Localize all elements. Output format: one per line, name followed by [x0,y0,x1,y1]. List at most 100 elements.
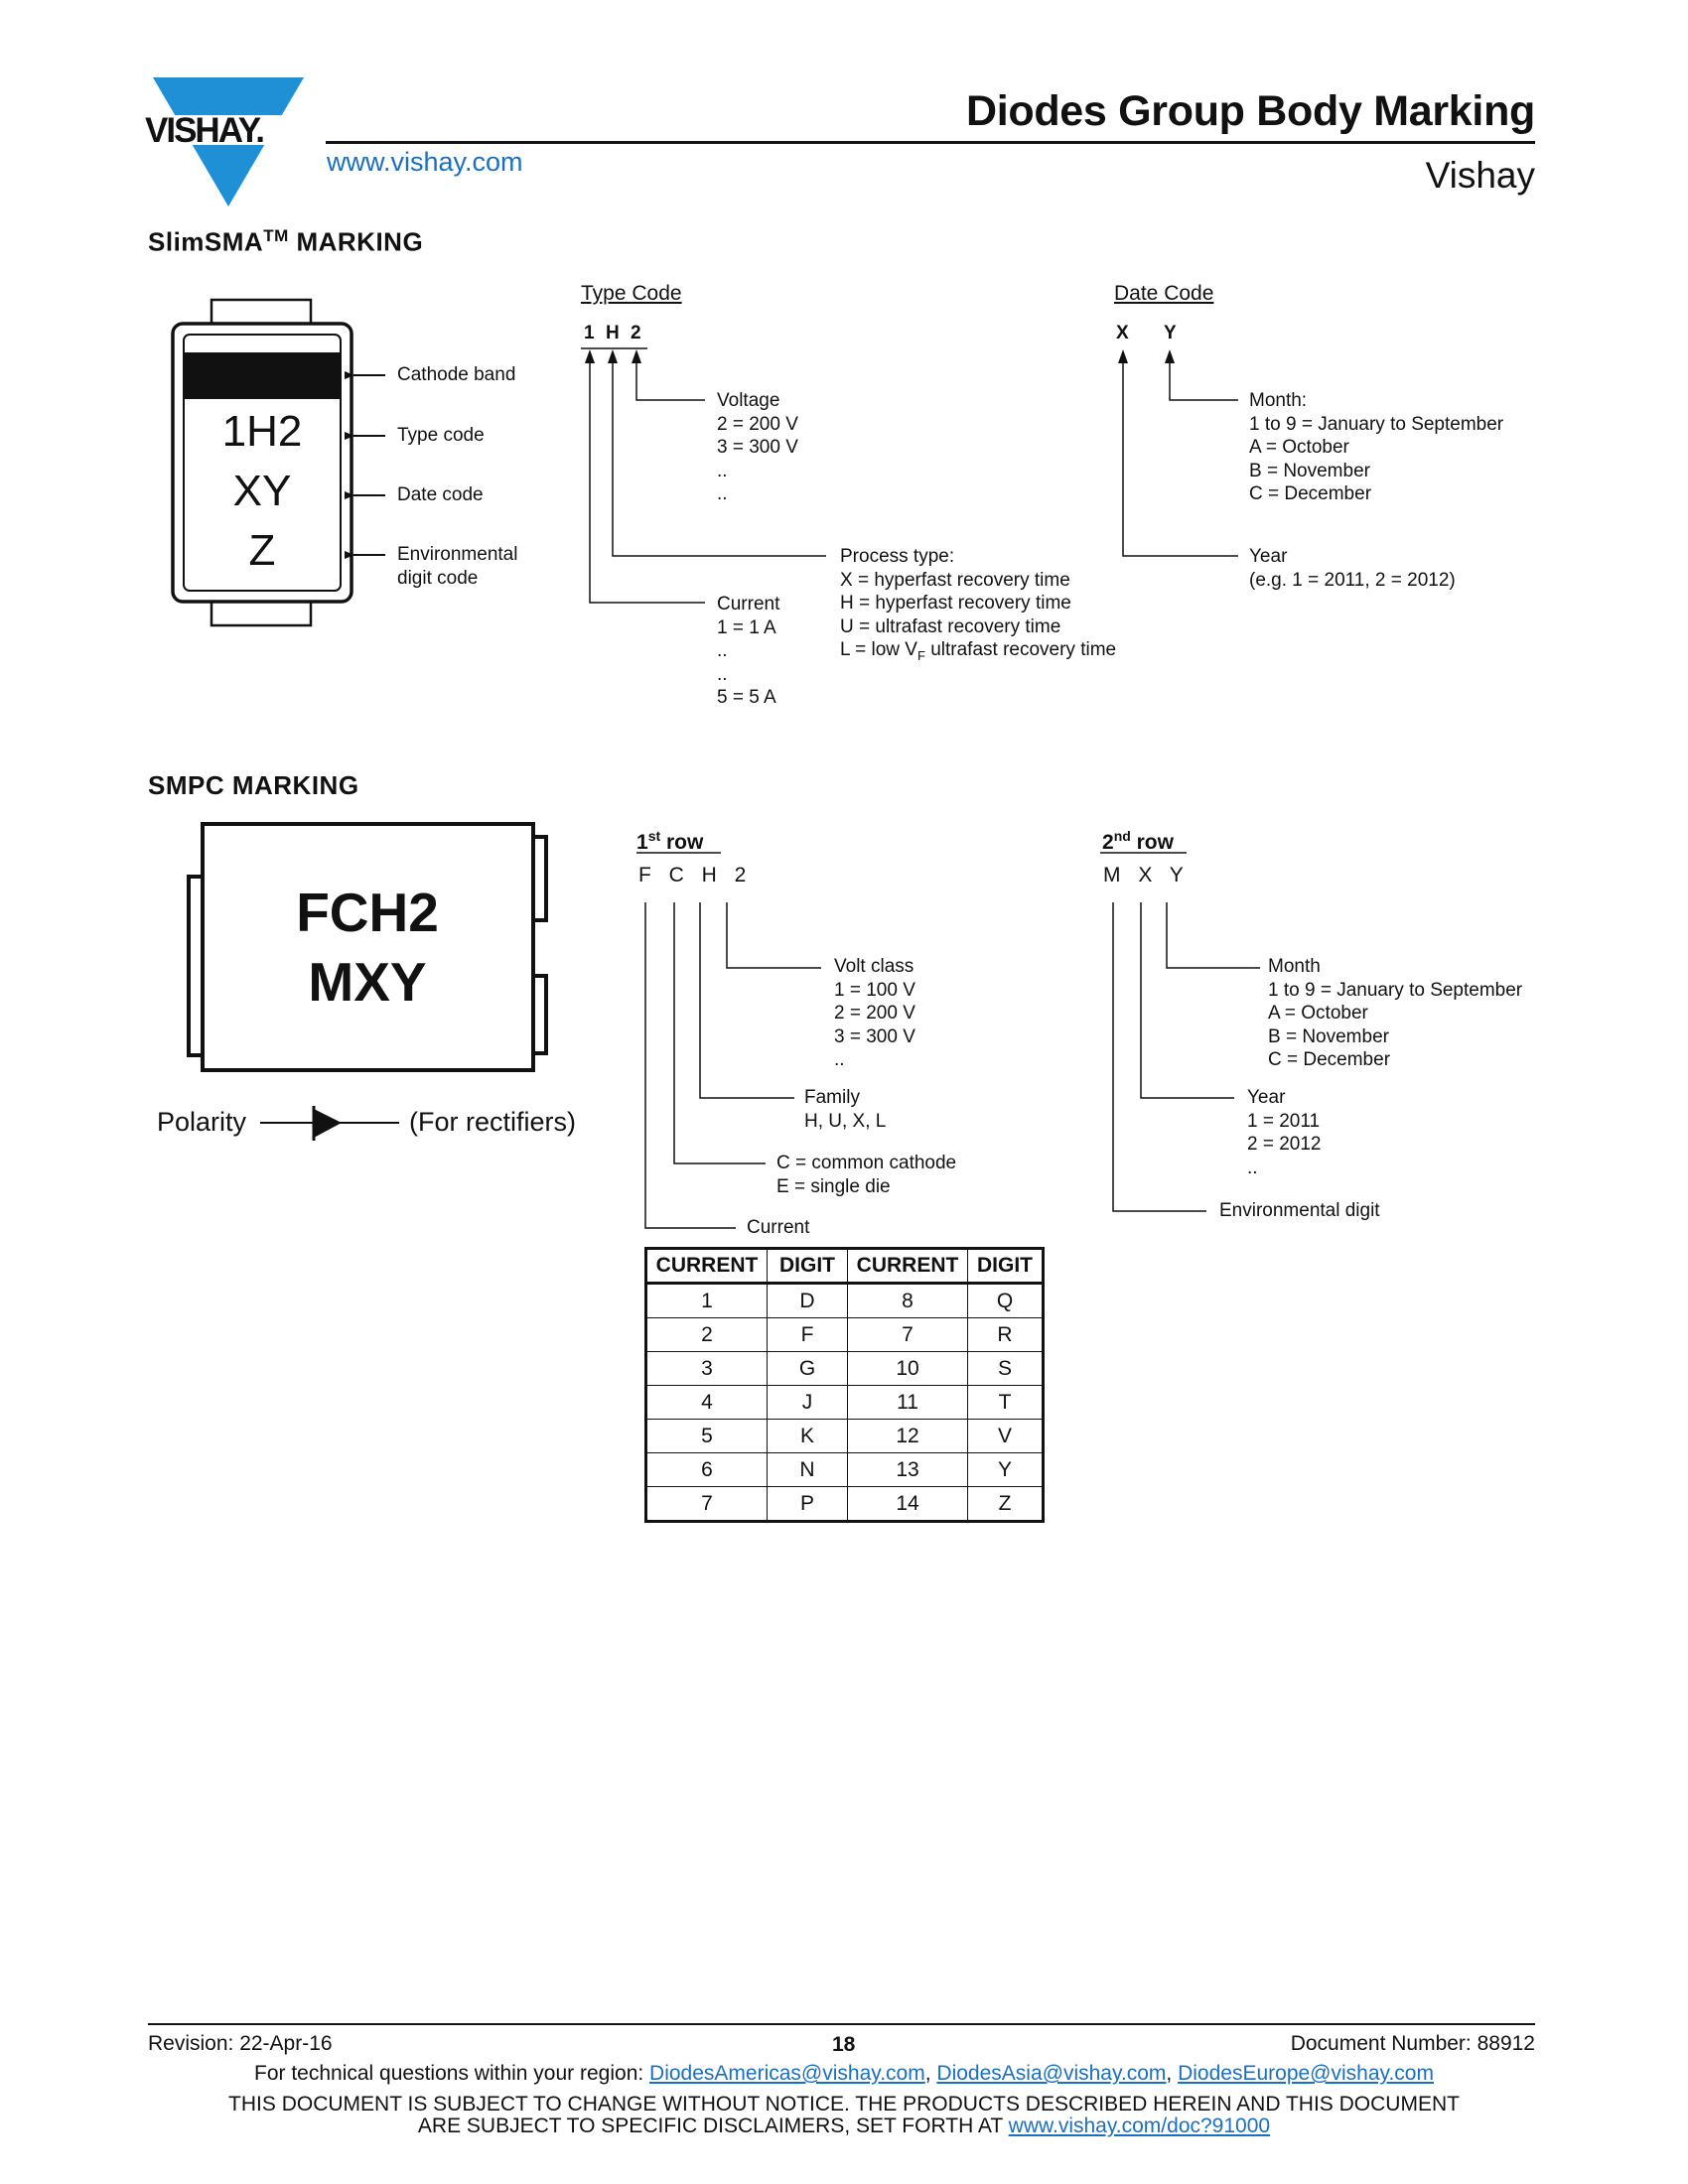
separator: , [1166,2062,1179,2085]
process-type-legend: Process type: X = hyperfast recovery tim… [840,545,1116,667]
year-item: 2 = 2012 [1247,1134,1322,1155]
polarity-label: Polarity [157,1107,247,1137]
table-cell: S [967,1351,1044,1386]
table-cell: 2 [645,1317,768,1352]
logo-triangle-icon [145,77,310,206]
row1-heading-num: 1 [636,831,648,854]
current-item: 1 = 1 A [717,616,776,638]
table-header-cell: CURRENT [645,1248,768,1285]
family-title: Family [804,1087,860,1108]
row1-chars: F C H 2 [638,864,753,887]
smpc-section-title: SMPC MARKING [148,770,359,800]
smpc-package-line-1: FCH2 [296,882,439,943]
vishay-url-link[interactable]: www.vishay.com [327,147,523,177]
type-code-arrowheads [585,349,641,363]
disclaimer-line-2: ARE SUBJECT TO SPECIFIC DISCLAIMERS, SET… [0,2115,1688,2138]
table-cell: N [767,1452,848,1487]
row2-chars: M X Y [1103,864,1190,887]
date-code-arrowheads [1118,349,1175,363]
package-date-code: XY [232,467,292,515]
table-cell: 10 [847,1351,968,1386]
type-code-lines [581,347,826,604]
cathode-item: C = common cathode [776,1153,957,1173]
slimsma-package-drawing [171,298,353,627]
callout-env-line1: Environmental [397,544,518,565]
table-cell: Q [967,1283,1044,1318]
page-number: 18 [832,2033,856,2056]
separator: , [924,2062,937,2085]
current-item: .. [717,640,728,661]
callout-type-code: Type code [397,425,485,446]
year-example: (e.g. 1 = 2011, 2 = 2012) [1249,569,1456,591]
type-code-char-h: H [606,323,620,343]
vf-subscript: F [916,647,925,663]
email-americas-link[interactable]: DiodesAmericas@vishay.com [649,2062,925,2085]
voltage-item: .. [717,483,728,504]
family-legend: Family H, U, X, L [804,1086,886,1133]
month-item: 1 to 9 = January to September [1268,979,1523,1001]
table-cell: 12 [847,1419,968,1453]
callout-cathode-band: Cathode band [397,364,516,385]
table-cell: 13 [847,1452,968,1487]
table-cell: P [767,1486,848,1522]
callout-env-line2: digit code [397,567,479,589]
row1-heading-text: row [660,831,704,854]
email-asia-link[interactable]: DiodesAsia@vishay.com [936,2062,1167,2085]
volt-class-legend: Volt class 1 = 100 V 2 = 200 V 3 = 300 V… [834,955,915,1072]
volt-item: 1 = 100 V [834,979,915,1001]
slimsma-callout-arrows [345,371,385,559]
volt-item: .. [834,1049,845,1070]
year-legend: Year (e.g. 1 = 2011, 2 = 2012) [1249,545,1456,592]
table-cell: G [767,1351,848,1386]
voltage-item: .. [717,460,728,481]
current-legend: Current 1 = 1 A .. .. 5 = 5 A [717,593,779,710]
process-item: H = hyperfast recovery time [840,593,1071,614]
type-code-char-2: 2 [631,323,641,343]
month-item: 1 to 9 = January to September [1249,413,1504,435]
table-header-row: CURRENT DIGIT CURRENT DIGIT [645,1248,1044,1285]
month-legend: Month: 1 to 9 = January to September A =… [1249,389,1503,506]
brand-name: Vishay [1425,155,1535,196]
date-code-char-x: X [1116,323,1129,343]
volt-item: 2 = 200 V [834,1003,915,1024]
polarity-note: (For rectifiers) [409,1107,576,1137]
year-title: Year [1247,1087,1286,1108]
row1-heading-sup: st [647,828,661,844]
process-item: U = ultrafast recovery time [840,615,1061,637]
month-item: C = December [1249,483,1372,504]
slimsma-title-text: SlimSMA [148,226,264,257]
callout-date-code: Date code [397,484,484,505]
month-item: A = October [1268,1003,1368,1024]
voltage-item: 2 = 200 V [717,413,798,435]
table-cell: 11 [847,1385,968,1420]
row2-heading-sup: nd [1113,828,1131,844]
current-title: Current [717,594,780,614]
row2-lines [1100,852,1260,1212]
polarity-diode-symbol [260,1106,399,1141]
row2-env-label: Environmental digit [1219,1200,1380,1221]
table-cell: 3 [645,1351,768,1386]
type-code-heading: Type Code [581,282,682,305]
callout-environmental: Environmental digit code [397,543,517,590]
questions-text: For technical questions within your regi… [254,2062,650,2085]
current-item: 5 = 5 A [717,687,776,708]
table-cell: Y [967,1452,1044,1487]
type-code-char-1: 1 [584,323,595,343]
month-item: A = October [1249,437,1349,458]
footer-rule [148,2023,1535,2025]
date-code-char-y: Y [1164,323,1177,343]
technical-questions-line: For technical questions within your regi… [0,2062,1688,2086]
process-title: Process type: [840,546,955,567]
disclaimer-link[interactable]: www.vishay.com/doc?91000 [1008,2115,1271,2137]
process-l-text-rest: ultrafast recovery time [924,639,1117,660]
disclaimer-text: ARE SUBJECT TO SPECIFIC DISCLAIMERS, SET… [417,2115,1009,2137]
smpc-package-line-2: MXY [308,951,427,1013]
table-cell: 6 [645,1452,768,1487]
email-europe-link[interactable]: DiodesEurope@vishay.com [1178,2062,1434,2085]
table-cell: R [967,1317,1044,1352]
row1-current-label: Current [747,1217,810,1238]
process-item: X = hyperfast recovery time [840,569,1070,591]
